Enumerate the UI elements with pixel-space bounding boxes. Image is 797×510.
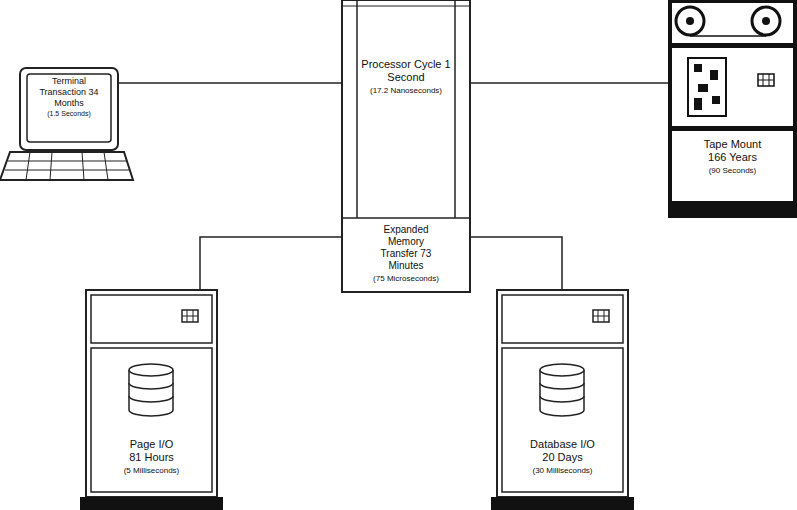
node-label: Expanded Memory Transfer 73 Minutes	[374, 224, 438, 272]
node-content: Expanded Memory Transfer 73 Minutes (75 M…	[342, 218, 470, 284]
illustration-part	[540, 364, 584, 376]
tape-unit-box: Tape Mount 166 Years (90 Seconds)	[668, 0, 797, 218]
time-note: (30 Milliseconds)	[500, 466, 625, 476]
illustration-part	[50, 152, 52, 180]
terminal-screen: Terminal Transaction 34 Months (1.5 Secon…	[20, 68, 118, 150]
node-content: Processor Cycle 1 Second (17.2 Nanosecond…	[342, 0, 470, 96]
illustration-part	[454, 0, 456, 218]
processor-section: Processor Cycle 1 Second (17.2 Nanosecond…	[342, 0, 470, 218]
illustration-part	[129, 370, 173, 416]
time-note: (90 Seconds)	[671, 166, 794, 176]
node-content: Tape Mount 166 Years (90 Seconds)	[668, 0, 797, 176]
illustration-part	[672, 3, 793, 43]
illustration-part	[758, 74, 774, 86]
illustration-part	[129, 364, 173, 376]
illustration-part	[20, 68, 118, 150]
illustration-part	[710, 70, 718, 80]
illustration-part	[712, 96, 720, 104]
illustration-part	[91, 295, 212, 343]
node-content: Page I/O 81 Hours (5 Milliseconds)	[86, 290, 217, 476]
disk-unit	[491, 290, 634, 510]
illustration-part	[672, 131, 793, 201]
node-label: Terminal Transaction 34 Months	[37, 76, 101, 108]
illustration-part	[676, 7, 704, 35]
illustration-part	[491, 497, 634, 510]
node-content: Terminal Transaction 34 Months (1.5 Secon…	[20, 68, 118, 119]
illustration-part	[690, 35, 766, 37]
illustration-part	[26, 152, 30, 180]
illustration-part	[593, 316, 609, 317]
illustration-part	[5, 170, 130, 171]
illustration-part	[762, 17, 770, 25]
illustration-part	[342, 217, 470, 219]
illustration-part	[668, 0, 797, 218]
illustration-part	[80, 497, 223, 510]
illustration-part	[27, 74, 111, 142]
time-note: (75 Microseconds)	[345, 274, 467, 284]
illustration-part	[342, 6, 470, 7]
time-note: (5 Milliseconds)	[89, 466, 214, 476]
illustration-part	[0, 152, 133, 180]
disk-unit	[80, 290, 223, 510]
memory-section: Expanded Memory Transfer 73 Minutes (75 M…	[342, 218, 470, 292]
illustration-part	[686, 17, 694, 25]
illustration-part	[182, 310, 198, 322]
illustration-part	[129, 396, 173, 402]
connector-line	[470, 82, 668, 84]
illustration-part	[8, 161, 127, 162]
illustration-part	[82, 152, 84, 180]
illustration-part	[182, 316, 198, 317]
tape-unit	[668, 0, 797, 218]
illustration-part	[593, 310, 609, 322]
illustration-part	[502, 295, 623, 343]
illustration-part	[694, 64, 702, 72]
illustration-part	[540, 396, 584, 402]
connector-line	[200, 237, 342, 290]
illustration-part	[540, 370, 584, 416]
illustration-part	[342, 0, 470, 292]
illustration-part	[698, 84, 708, 92]
node-label: Processor Cycle 1 Second	[360, 58, 452, 84]
illustration-part	[497, 290, 628, 497]
node-label: Database I/O 20 Days	[525, 438, 601, 464]
illustration-part	[129, 383, 173, 389]
terminal-drawing	[0, 68, 133, 180]
connector-line	[118, 82, 342, 84]
disk-unit-box: Page I/O 81 Hours (5 Milliseconds)	[86, 290, 217, 497]
node-content: Database I/O 20 Days (30 Milliseconds)	[497, 290, 628, 476]
illustration-part	[104, 152, 108, 180]
node-label: Tape Mount 166 Years	[696, 138, 770, 164]
illustration-part	[540, 383, 584, 389]
time-note: (17.2 Nanoseconds)	[345, 86, 467, 96]
connector-line	[470, 237, 562, 290]
processor-cabinet	[342, 0, 470, 292]
illustration-part	[694, 98, 702, 110]
illustration-part	[752, 7, 780, 35]
illustration-part	[758, 80, 774, 81]
node-label: Page I/O 81 Hours	[123, 438, 181, 464]
illustration-part	[688, 58, 726, 116]
illustration-part	[86, 290, 217, 497]
disk-unit-box: Database I/O 20 Days (30 Milliseconds)	[497, 290, 628, 497]
illustration-part	[356, 0, 358, 218]
illustration-part	[672, 48, 793, 126]
time-note: (1.5 Seconds)	[23, 110, 115, 118]
